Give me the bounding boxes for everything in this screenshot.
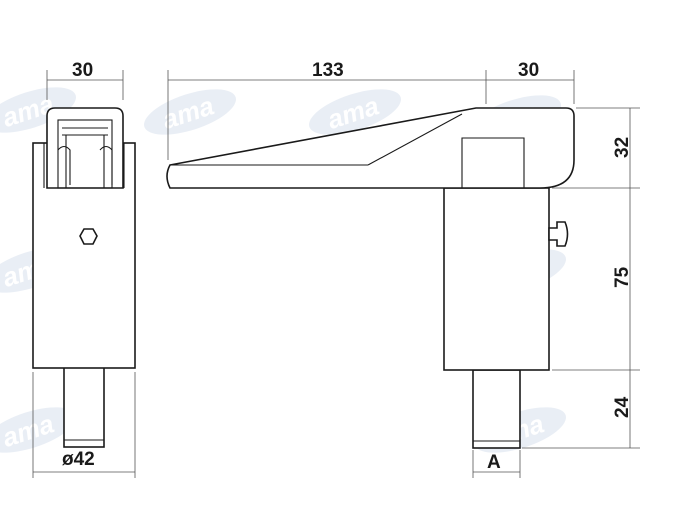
- lever-bevel: [367, 113, 463, 166]
- lever-step: [461, 137, 525, 188]
- dim-left-width: 30: [72, 60, 93, 81]
- bolt-hex: [79, 228, 98, 245]
- dim-view-label: A: [487, 452, 501, 473]
- svg-text:ama: ama: [159, 90, 218, 135]
- grease-nipple: [548, 221, 569, 247]
- lever-head: [166, 107, 575, 189]
- front-view: [166, 107, 575, 449]
- dimensions: 30 133 30 32 75 24 ø42 A: [32, 60, 640, 478]
- body: [443, 187, 550, 371]
- pin: [63, 366, 105, 448]
- handle-roller: [57, 145, 113, 185]
- dim-body-height: 75: [612, 266, 633, 288]
- dim-handle-length: 133: [312, 60, 344, 81]
- dim-right-width: 30: [518, 60, 539, 81]
- dim-pin-diameter: ø42: [62, 449, 95, 470]
- dim-head-height: 32: [612, 137, 633, 158]
- side-view: [32, 107, 136, 448]
- dim-pin-height: 24: [612, 396, 633, 418]
- watermark: ama: [144, 89, 236, 135]
- pin: [472, 369, 521, 449]
